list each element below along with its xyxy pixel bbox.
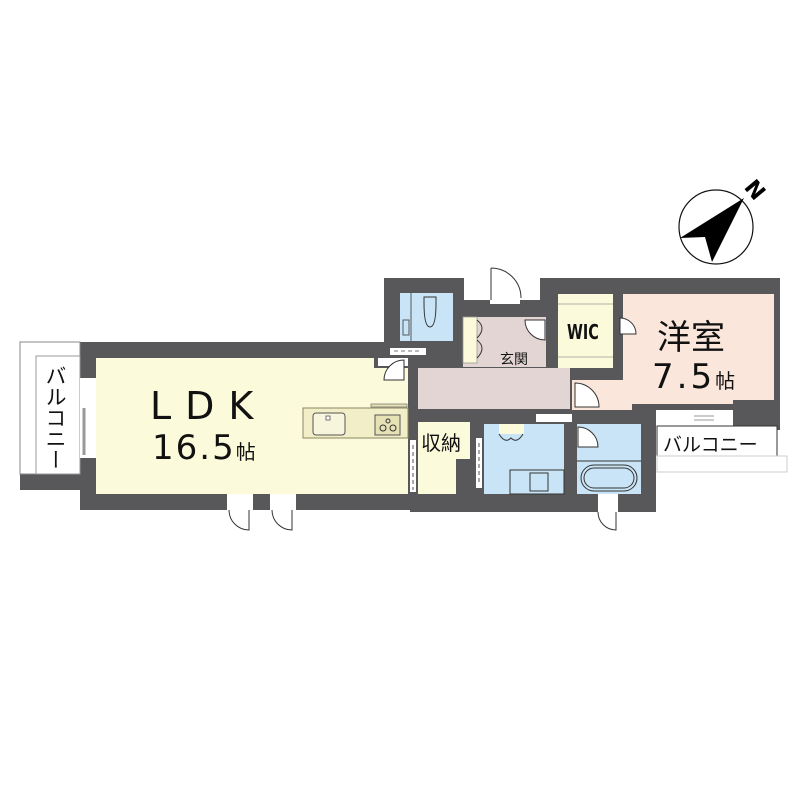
western-room-size-value: 7.5	[652, 357, 716, 397]
kitchen-counter	[302, 403, 409, 439]
entrance	[462, 267, 546, 367]
wic-label: WIC	[567, 320, 599, 344]
toilet-room	[390, 293, 453, 355]
balcony-right-label: バルコニー	[663, 434, 758, 456]
storage-label: 収納	[421, 431, 461, 455]
entrance-label: 玄関	[500, 352, 528, 368]
bathroom	[577, 424, 641, 531]
walk-in-closet	[558, 294, 613, 368]
room-western	[572, 294, 774, 410]
washroom	[476, 414, 572, 495]
compass-icon	[678, 189, 754, 265]
hallway	[418, 368, 570, 409]
western-room-size: 7.5帖	[652, 357, 735, 397]
balcony-left-label: バルコニー	[43, 365, 67, 470]
balcony-right	[656, 410, 788, 473]
western-room-size-unit: 帖	[715, 369, 736, 393]
ldk-size-unit: 帖	[235, 440, 256, 464]
ldk-doors	[227, 494, 296, 531]
western-room-label: 洋室	[657, 318, 725, 358]
balcony-left	[19, 341, 96, 475]
ldk-size: 16.5帖	[152, 428, 256, 468]
ldk-label: LDK	[150, 384, 268, 428]
ldk-size-value: 16.5	[152, 428, 236, 468]
